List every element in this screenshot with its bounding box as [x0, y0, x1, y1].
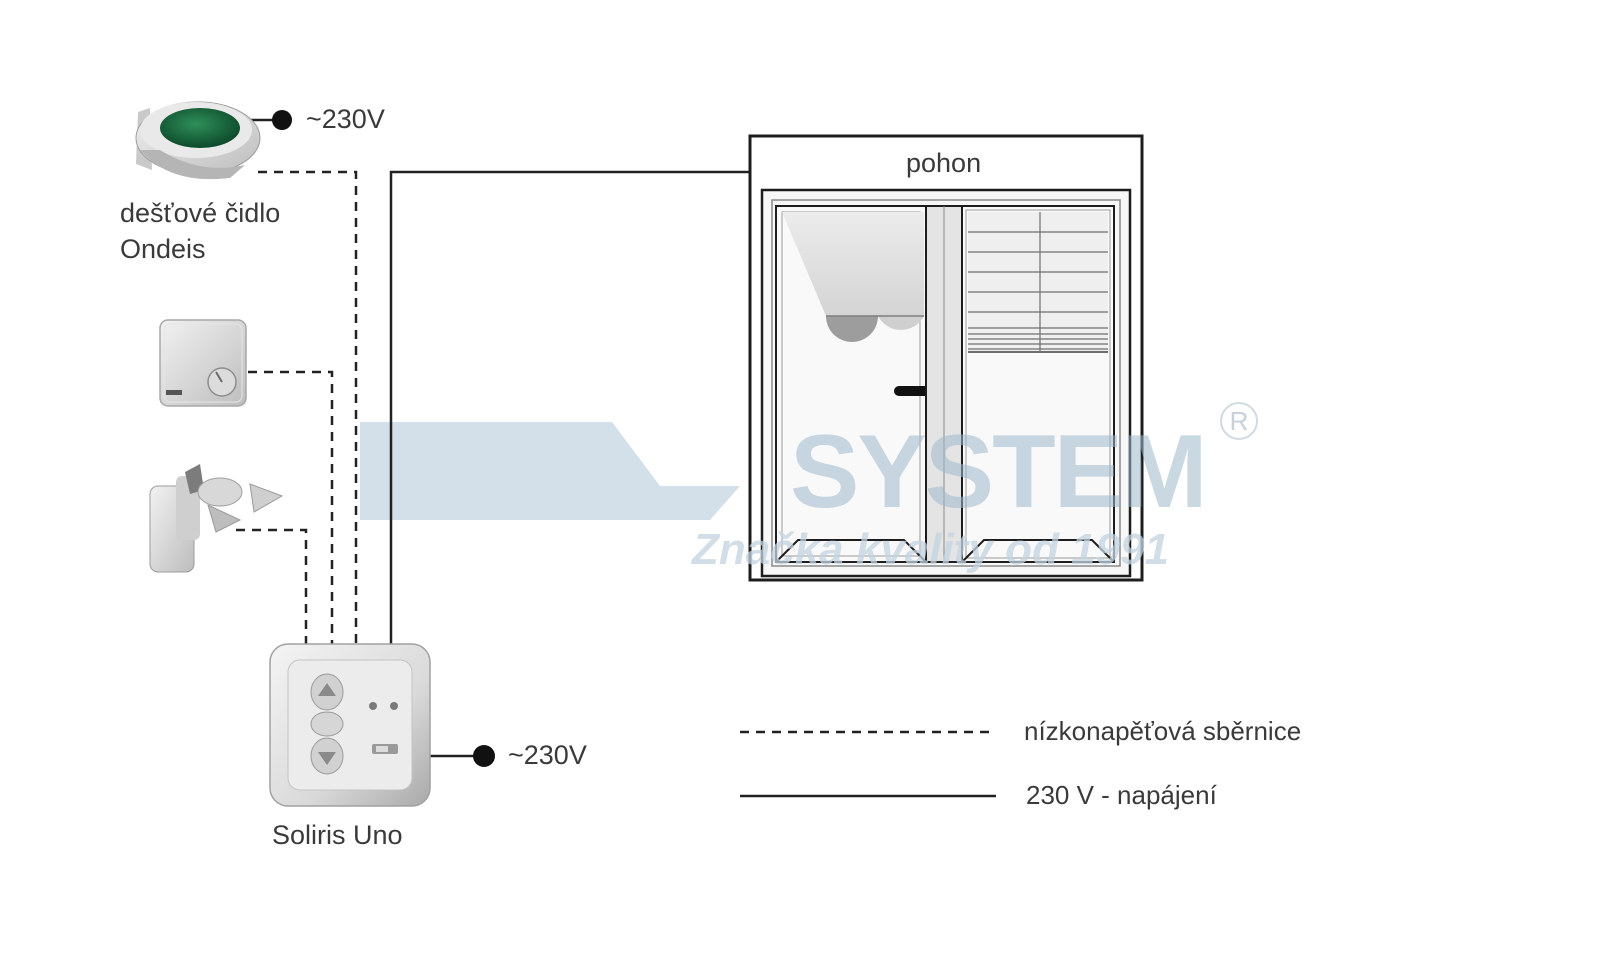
controller-supply-terminal: [473, 745, 495, 767]
rain-sensor-supply-label: ~230V: [306, 104, 385, 134]
rain-sensor-name-line1: dešťové čidlo: [120, 198, 281, 228]
power-wire: [389, 170, 750, 648]
controller-name: Soliris Uno: [272, 820, 403, 850]
low-voltage-wires: [236, 170, 358, 648]
blind-slats: [968, 212, 1108, 353]
indoor-sensor-device: [159, 319, 247, 407]
watermark-tagline: Značka kvality od 1991: [692, 525, 1169, 574]
rain-sensor-device: [135, 101, 261, 180]
controller-supply-label: ~230V: [508, 740, 587, 770]
window-handle: [894, 386, 930, 396]
motor-label: pohon: [906, 148, 982, 178]
wind-sensor-device: [149, 464, 284, 573]
watermark-k-shape: [360, 422, 740, 520]
rain-sensor-supply-terminal: [272, 110, 292, 130]
window-assembly: [748, 134, 1144, 582]
watermark-registered-mark: R: [1220, 402, 1258, 440]
controller-device: [269, 643, 431, 807]
stop-button: [310, 711, 344, 737]
watermark-brand: SYSTEM: [790, 414, 1208, 530]
awning: [782, 212, 924, 316]
rain-sensor-name-line2: Ondeis: [120, 234, 206, 264]
legend-power-label: 230 V - napájení: [1026, 780, 1217, 810]
legend-low-voltage-label: nízkonapěťová sběrnice: [1024, 716, 1302, 746]
